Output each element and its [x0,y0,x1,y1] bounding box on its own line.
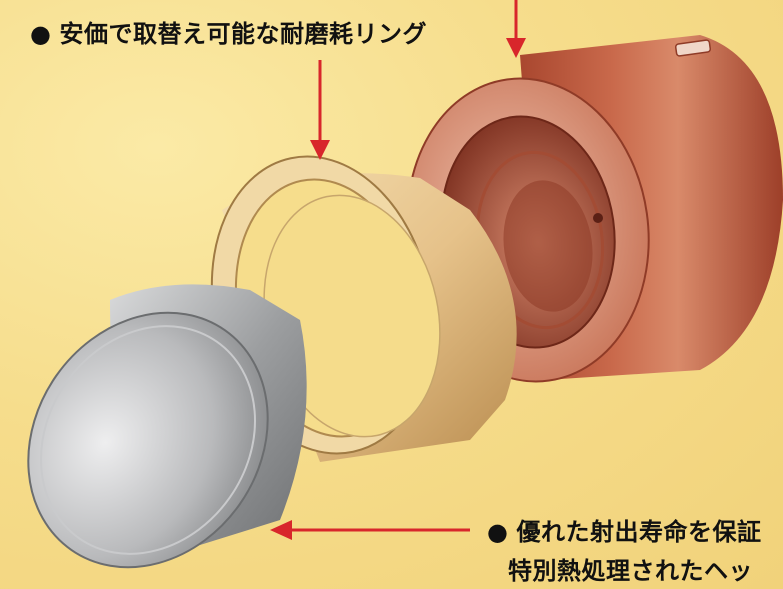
head-callout-text-1: 優れた射出寿命を保証 [516,518,762,546]
ring-callout-label: ●安価で取替え可能な耐磨耗リング [30,14,427,49]
copper-sleeve [406,35,783,383]
steel-head [27,284,307,569]
head-callout-line1: ●優れた射出寿命を保証 [487,512,761,547]
bullet-icon: ● [487,518,509,546]
head-callout-line2: 特別熱処理されたヘッ [508,551,753,586]
head-callout-text-2: 特別熱処理されたヘッ [508,557,753,585]
sleeve-arrow [506,0,526,58]
ring-arrow [310,60,330,160]
ring-callout-text: 安価で取替え可能な耐磨耗リング [59,20,427,48]
head-arrow [270,520,470,540]
bullet-icon: ● [30,20,52,48]
